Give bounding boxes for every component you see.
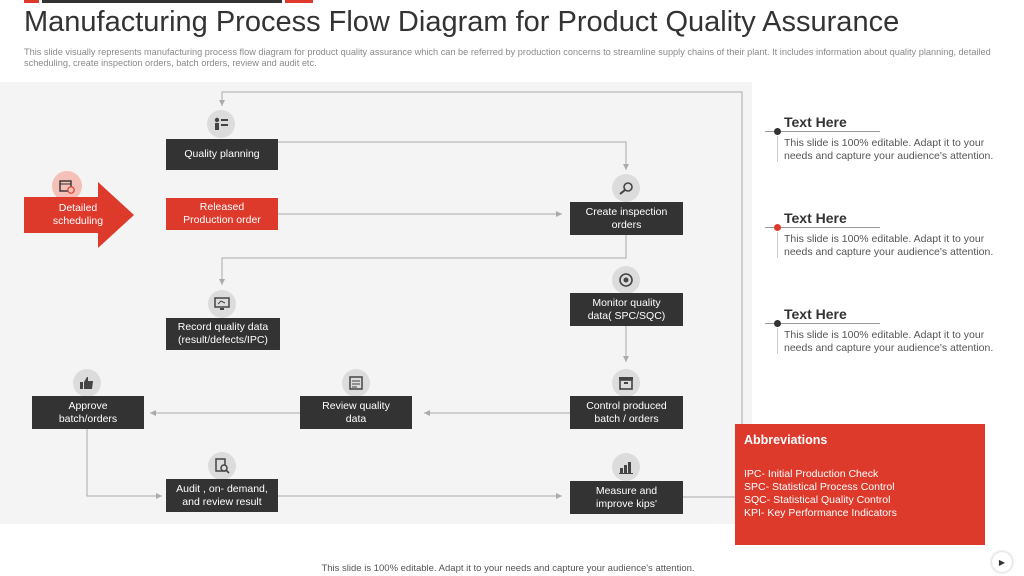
measure-chart-icon [612,453,640,481]
sidebar-item-divider [765,227,880,228]
page-subtitle: This slide visually represents manufactu… [24,47,991,68]
detailed-scheduling-label: Detailed scheduling [52,202,104,227]
audit-on-demand-node[interactable]: Audit , on- demand, and review result [166,479,278,512]
sidebar-item-dot [774,320,781,327]
review-quality-data-node[interactable]: Review quality data [300,396,412,429]
sidebar-item-3: Text Here This slide is 100% editable. A… [765,306,1015,358]
sidebar-item-divider [765,323,880,324]
gear-globe-icon [612,266,640,294]
box-icon [612,369,640,397]
sidebar-item-connector [777,232,778,258]
planning-icon [207,110,235,138]
top-accent-bar-right [285,0,313,3]
measure-improve-node[interactable]: Measure and improve kips' [570,481,683,514]
top-accent-bar-mid [42,0,282,3]
sidebar-item-title: Text Here [784,210,847,226]
monitor-quality-data-node[interactable]: Monitor quality data( SPC/SQC) [570,293,683,326]
next-slide-button[interactable]: ▶ [992,552,1012,572]
sidebar-item-title: Text Here [784,306,847,322]
create-inspection-orders-node[interactable]: Create inspection orders [570,202,683,235]
sidebar-item-dot [774,224,781,231]
footer-note: This slide is 100% editable. Adapt it to… [321,563,695,574]
sidebar-item-body: This slide is 100% editable. Adapt it to… [784,329,994,354]
play-icon: ▶ [998,557,1006,567]
sidebar-item-2: Text Here This slide is 100% editable. A… [765,210,1015,262]
detailed-scheduling-arrow[interactable] [24,182,134,248]
audit-search-icon [208,452,236,480]
sidebar-item-body: This slide is 100% editable. Adapt it to… [784,233,994,258]
abbreviation-line: SPC- Statistical Process Control [744,481,895,493]
sidebar-item-body: This slide is 100% editable. Adapt it to… [784,137,994,162]
abbreviation-line: IPC- Initial Production Check [744,468,879,480]
monitor-data-icon [208,290,236,318]
sidebar-item-title: Text Here [784,114,847,130]
record-quality-data-node[interactable]: Record quality data (result/defects/IPC) [166,318,280,350]
control-produced-batch-node[interactable]: Control produced batch / orders [570,396,683,429]
sidebar-item-connector [777,136,778,162]
sidebar-item-dot [774,128,781,135]
sidebar-item-connector [777,328,778,354]
review-document-icon [342,369,370,397]
abbreviations-box: Abbreviations IPC- Initial Production Ch… [735,424,985,545]
thumbs-up-icon [73,369,101,397]
released-production-order-node[interactable]: Released Production order [166,198,278,230]
abbreviations-title: Abbreviations [744,433,828,447]
abbreviation-line: SQC- Statistical Quality Control [744,494,891,506]
page-title: Manufacturing Process Flow Diagram for P… [24,6,900,38]
quality-planning-node[interactable]: Quality planning [166,139,278,170]
abbreviation-line: KPI- Key Performance Indicators [744,507,897,519]
calendar-clock-icon [52,171,82,201]
sidebar-item-1: Text Here This slide is 100% editable. A… [765,114,1015,166]
inspection-icon [612,174,640,202]
sidebar-item-divider [765,131,880,132]
approve-batch-orders-node[interactable]: Approve batch/orders [32,396,144,429]
top-accent-bar-left [24,0,39,3]
